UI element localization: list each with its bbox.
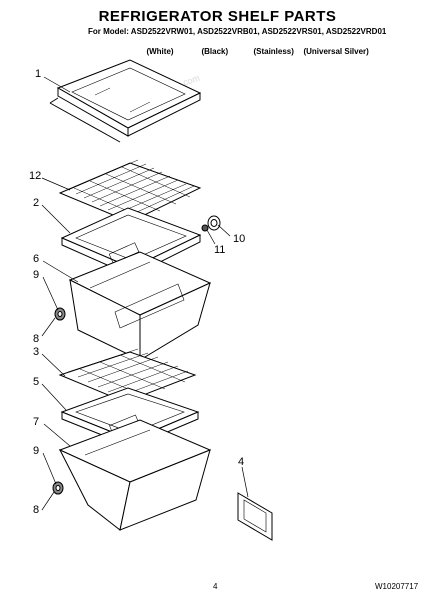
callout-10: 10 [233,233,246,245]
callout-4: 4 [238,456,245,468]
leader-lines [41,76,249,511]
drawer-part-6 [68,251,212,361]
callout-6: 6 [33,253,40,265]
callout-1: 1 [35,68,42,80]
drawer-part-7 [58,419,212,531]
callout-2: 2 [33,197,40,209]
callout-9-lower: 9 [33,445,40,457]
callout-3: 3 [33,346,40,358]
roller-part-8-9-upper [54,307,66,321]
glass-shelf-part-1 [49,59,202,143]
callout-12: 12 [29,170,42,182]
finish-black: (Black) [201,47,229,56]
finish-stainless: (Stainless) [253,47,294,56]
label-part-4 [237,492,273,541]
callout-9-upper: 9 [33,269,40,281]
callout-11: 11 [214,244,226,256]
page-number: 4 [213,582,218,591]
page-title: REFRIGERATOR SHELF PARTS [98,8,337,25]
callout-8-lower: 8 [33,504,40,516]
roller-part-8-9-lower [52,481,64,495]
callout-8-upper: 8 [33,333,40,345]
clip-part-10-11 [201,215,221,232]
finish-list: (White) (Black) (Stainless) (Universal Silv… [142,38,369,56]
model-list: For Model: ASD2522VRW01, ASD2522VRB01, A… [88,27,387,36]
wire-shelf-part-12 [58,159,202,223]
callout-5: 5 [33,376,40,388]
finish-white: (White) [146,47,174,56]
finish-universal-silver: (Universal Silver) [303,47,369,56]
document-number: W10207717 [375,582,419,591]
callout-7: 7 [33,416,40,428]
